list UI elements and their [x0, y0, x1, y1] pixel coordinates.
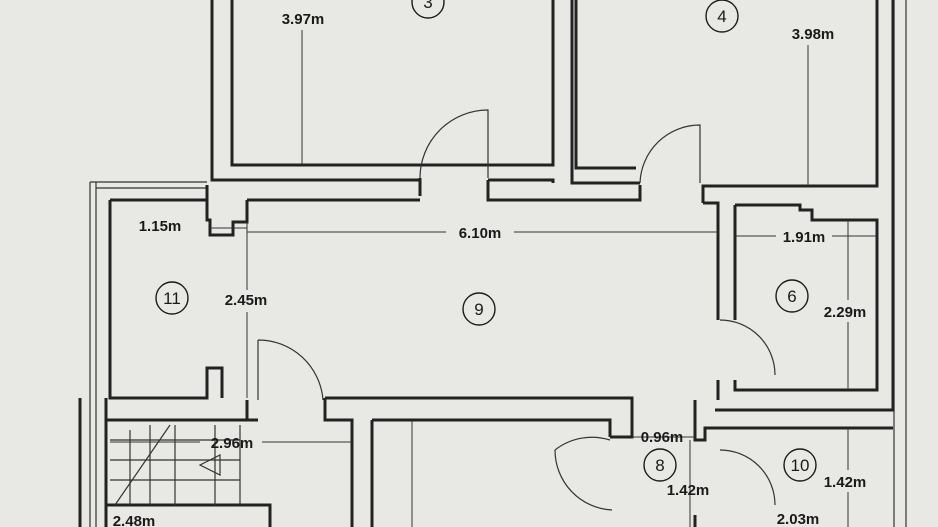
- dimension-lines: [110, 30, 877, 527]
- dim-room6-width: 1.91m: [783, 229, 826, 246]
- room-label-3: 3: [411, 0, 445, 19]
- room-8-number: 8: [655, 456, 664, 475]
- dim-stairs-width: 2.96m: [211, 435, 254, 452]
- dim-corridor-width: 6.10m: [459, 225, 502, 242]
- room-4-number: 4: [717, 7, 726, 26]
- room-11-number: 11: [163, 289, 181, 308]
- room-label-10: 10: [783, 448, 817, 482]
- lower-walls: [323, 396, 893, 527]
- dim-room8-height: 1.42m: [667, 482, 710, 499]
- dim-0-96: 0.96m: [641, 429, 684, 446]
- dim-corridor-height: 2.45m: [225, 292, 268, 309]
- room-label-8: 8: [643, 448, 677, 482]
- dim-room4-height: 3.98m: [792, 26, 835, 43]
- room-3-number: 3: [423, 0, 432, 12]
- dim-room3-height: 3.97m: [282, 11, 325, 28]
- room-label-9: 9: [462, 292, 496, 326]
- room-label-4: 4: [705, 0, 739, 33]
- room-4-walls: [570, 0, 895, 203]
- room-3-walls: [210, 0, 555, 196]
- room-10-number: 10: [791, 456, 810, 475]
- dim-2-03: 2.03m: [777, 511, 820, 527]
- room-label-11: 11: [155, 281, 189, 315]
- room-9-number: 9: [474, 300, 483, 319]
- dim-1-15: 1.15m: [139, 218, 182, 235]
- room-6-walls: [703, 186, 895, 412]
- dim-room10-height: 1.42m: [824, 474, 867, 491]
- door-swings: [257, 109, 776, 511]
- staircase: [78, 398, 272, 527]
- room-6-number: 6: [787, 287, 796, 306]
- room-label-6: 6: [775, 279, 809, 313]
- outer-border: [89, 0, 907, 527]
- dim-2-48: 2.48m: [113, 513, 156, 527]
- dim-room6-height: 2.29m: [824, 304, 867, 321]
- corridor-walls: [108, 178, 642, 422]
